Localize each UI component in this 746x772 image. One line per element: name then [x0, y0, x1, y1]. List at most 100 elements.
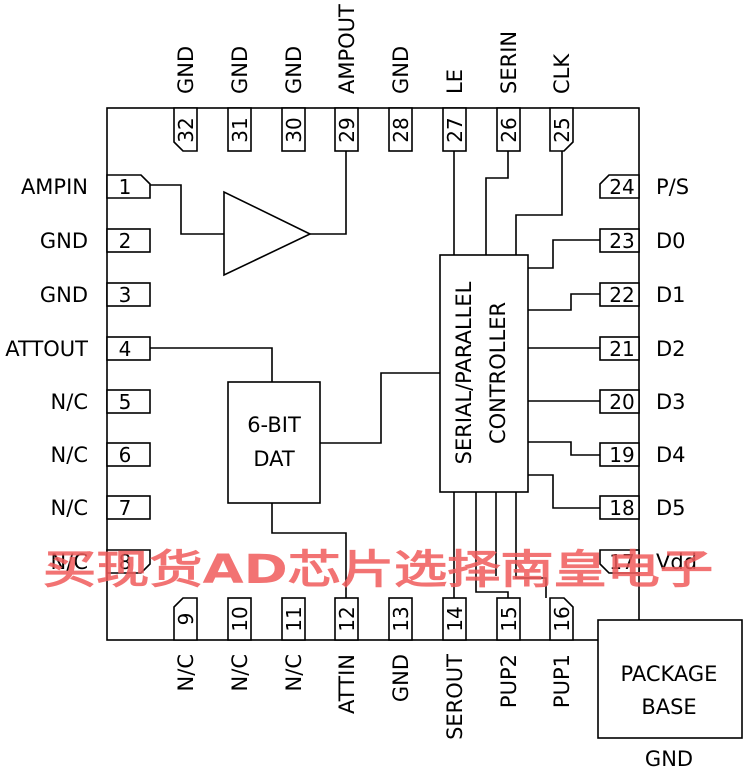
pin-number: 3 [119, 283, 132, 307]
watermark-text: 买现货AD芯片选择南皇电子 [43, 547, 713, 593]
pin-name: SERIN [497, 31, 521, 94]
pin-number: 7 [119, 496, 132, 520]
package-gnd-label: GND [645, 747, 693, 771]
dat-block-label-1: 6-BIT [247, 413, 301, 437]
pin-number: 4 [119, 337, 132, 361]
pin-name: P/S [656, 175, 689, 199]
pin-number: 32 [174, 117, 198, 142]
pin-24: 24 P/S [599, 174, 689, 199]
pin-name: D3 [656, 390, 686, 414]
pin-6: 6 N/C [51, 442, 151, 467]
pin-10: 10 N/C [227, 597, 252, 691]
pin-name: N/C [228, 654, 252, 691]
pin-19: 19 D4 [599, 442, 686, 467]
pin-name: GND [40, 229, 88, 253]
package-label-2: BASE [641, 695, 696, 719]
top-pins: 32 GND 31 GND 30 GND 29 AMPOUT 28 GND 27… [173, 4, 574, 152]
pin-name: N/C [282, 654, 306, 691]
pin-8: 8 N/C [51, 549, 151, 574]
chip-body [106, 107, 640, 641]
pin-name: D4 [656, 443, 686, 467]
pin-number: 17 [609, 550, 634, 574]
pin-3: 3 GND [40, 282, 151, 307]
pin-20: 20 D3 [599, 389, 686, 414]
pin-number: 28 [389, 117, 413, 142]
pin-32: 32 GND [173, 46, 198, 152]
pin-name: Vdd [656, 550, 697, 574]
pin-number: 5 [119, 390, 132, 414]
pin-name: GND [228, 46, 252, 94]
pin-name: GND [40, 283, 88, 307]
pin-30: 30 GND [281, 46, 306, 152]
pin-number: 25 [550, 117, 574, 142]
pin-4: 4 ATTOUT [5, 336, 151, 361]
pin-15: 15 PUP2 [496, 597, 521, 708]
pin-name: PUP2 [497, 654, 521, 708]
package-label-1: PACKAGE [621, 662, 718, 686]
pin-31: 31 GND [227, 46, 252, 152]
amplifier-triangle [223, 190, 312, 277]
dat-block-label-2: DAT [253, 447, 295, 471]
pin-name: LE [443, 69, 467, 94]
pin-name: GND [389, 46, 413, 94]
pin-number: 6 [119, 443, 132, 467]
pin-number: 13 [389, 606, 413, 631]
pin-number: 29 [335, 117, 359, 142]
pin-number: 23 [609, 229, 634, 253]
dat-block: 6-BIT DAT [227, 381, 321, 504]
bottom-pins: 9 N/C 10 N/C 11 N/C 12 ATTIN 13 GND 14 S… [173, 597, 574, 740]
pin-14: 14 SEROUT [442, 597, 467, 740]
pin-name: GND [389, 654, 413, 702]
pin-28: 28 GND [388, 46, 413, 152]
pin-11: 11 N/C [281, 597, 306, 691]
right-pins: 24 P/S 23 D0 22 D1 21 D2 20 D3 19 D4 [599, 174, 697, 574]
pin-number: 11 [282, 606, 306, 631]
controller-label-1: SERIAL/PARALLEL [452, 281, 476, 464]
pin-number: 18 [609, 496, 634, 520]
pin-18: 18 D5 [599, 495, 686, 520]
pin-25: 25 CLK [549, 53, 574, 152]
pin-name: ATTOUT [5, 337, 88, 361]
pin-number: 26 [497, 117, 521, 142]
pin-number: 12 [335, 606, 359, 631]
pin-number: 24 [609, 175, 634, 199]
pin-number: 30 [282, 117, 306, 142]
pin-name: N/C [51, 496, 88, 520]
pin-22: 22 D1 [599, 282, 686, 307]
pin-number: 14 [443, 606, 467, 631]
pin-number: 31 [228, 117, 252, 142]
pin-7: 7 N/C [51, 495, 151, 520]
pin-9: 9 N/C [173, 597, 198, 691]
pin-number: 22 [609, 283, 634, 307]
pin-number: 19 [609, 443, 634, 467]
pin-name: PUP1 [550, 654, 574, 708]
pin-number: 8 [119, 550, 132, 574]
pin-name: D5 [656, 496, 686, 520]
pin-name: N/C [51, 550, 88, 574]
pin-17: 17 Vdd [599, 549, 697, 574]
pin-number: 16 [550, 606, 574, 631]
pin-number: 27 [443, 117, 467, 142]
pin-name: D0 [656, 229, 686, 253]
pin-name: D2 [656, 337, 686, 361]
pin-name: GND [282, 46, 306, 94]
pin-27: 27 LE [442, 69, 467, 152]
pin-21: 21 D2 [599, 336, 686, 361]
pin-12: 12 ATTIN [334, 597, 359, 714]
pin-number: 2 [119, 229, 132, 253]
controller-block: SERIAL/PARALLEL CONTROLLER [439, 254, 529, 493]
pin-number: 20 [609, 390, 634, 414]
controller-label-2: CONTROLLER [486, 302, 510, 444]
pin-29: 29 AMPOUT [334, 4, 359, 152]
pin-name: ATTIN [335, 654, 359, 714]
pin-number: 21 [609, 337, 634, 361]
pin-23: 23 D0 [599, 228, 686, 253]
pin-number: 9 [174, 613, 198, 626]
pin-number: 1 [119, 175, 132, 199]
pin-26: 26 SERIN [496, 31, 521, 152]
pin-name: SEROUT [443, 654, 467, 740]
pin-13: 13 GND [388, 597, 413, 702]
pin-number: 15 [497, 606, 521, 631]
pin-name: CLK [550, 53, 574, 94]
